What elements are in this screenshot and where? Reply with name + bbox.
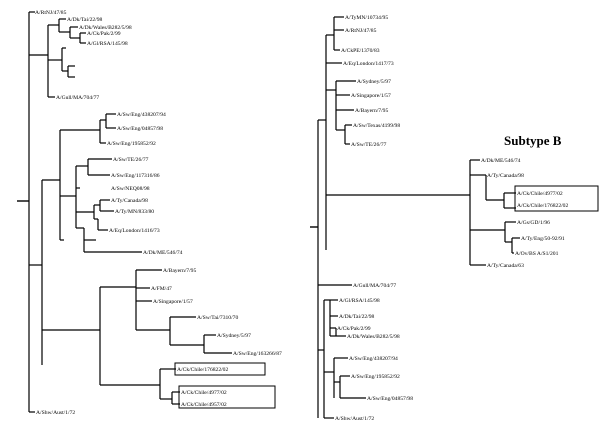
right-leaf-label: A/Gull/MA/704/77 <box>353 283 396 289</box>
left-leaf-label: A/RtNJ/47/85 <box>35 10 67 16</box>
right-leaf-label: A/Sw/Eng/195852/92 <box>351 374 400 380</box>
left-leaf-label: A/Sw/Eng/438207/94 <box>117 112 166 118</box>
right-leaf-label: A/Ck/Pak/2/99 <box>337 326 371 332</box>
left-leaf-label: A/Sw/NEQ08/98 <box>111 186 150 192</box>
right-leaf-label: A/Gs/GD/1/96 <box>517 220 550 226</box>
left-leaf-label: A/Sw/Eng/163266/87 <box>233 351 282 357</box>
left-leaf-label: A/Ck/Chile/4957/02 <box>181 402 227 408</box>
left-leaf-label: A/Dk/ME/546/74 <box>143 250 183 256</box>
right-leaf-label: A/Sw/TE/26/77 <box>351 142 387 148</box>
right-leaf-label: A/Sydney/5/97 <box>357 79 391 85</box>
right-leaf-label: A/Ov/BS A/S1/201 <box>515 251 559 257</box>
left-leaf-label: A/Bayern/7/95 <box>163 268 196 274</box>
right-leaf-label: A/Bayern/7/95 <box>355 108 388 114</box>
chile-strain-box <box>174 362 266 376</box>
left-leaf-label: A/Sw/Eng/195852/92 <box>107 141 156 147</box>
right-leaf-label: A/Ty/Canada/98 <box>487 173 524 179</box>
right-leaf-label: A/Gl/RSA/145/98 <box>339 298 380 304</box>
left-leaf-label: A/Shw/Aust/1/72 <box>36 410 75 416</box>
right-leaf-label: A/Eq/London/1417/73 <box>343 61 394 67</box>
left-leaf-label: A/Gull/MA/704/77 <box>56 95 99 101</box>
left-leaf-label: A/Sydney/5/97 <box>217 333 251 339</box>
left-leaf-label: A/Dk/Wales/B282/5/98 <box>79 25 132 31</box>
left-leaf-label: A/Ck/Chile/176822/02 <box>177 367 228 373</box>
left-leaf-label: A/Ty/MN/833/80 <box>115 209 154 215</box>
right-leaf-label: A/Ck/Chile/4977/02 <box>517 191 563 197</box>
left-leaf-label: A/Singapore/1/57 <box>153 299 193 305</box>
left-leaf-label: A/Sw/TE/26/77 <box>113 157 149 163</box>
subtype-b-label: Subtype B <box>504 133 562 148</box>
chile-strain-box <box>178 385 276 409</box>
right-leaf-label: A/Sw/Eng/438207/94 <box>349 356 398 362</box>
left-leaf-label: A/Ty/Canada/98 <box>111 198 148 204</box>
right-leaf-label: A/RtNJ/47/85 <box>345 28 377 34</box>
right-leaf-label: A/Ty/Eng/50-92/91 <box>521 236 565 242</box>
right-leaf-label: A/Shw/Aust/1/72 <box>335 416 374 422</box>
right-leaf-label: A/Ty/Canada/63 <box>487 263 524 269</box>
left-leaf-label: A/Eq/London/1416/73 <box>109 228 160 234</box>
right-leaf-label: A/CkPE/1370/83 <box>341 48 380 54</box>
right-leaf-label: A/Sw/Eng/04857/98 <box>367 396 413 402</box>
right-leaf-label: A/Dk/Tai/22/98 <box>339 314 375 320</box>
left-leaf-label: A/Dk/Tai/22/98 <box>67 17 103 23</box>
right-leaf-label: A/TyMN/10734/95 <box>345 15 388 21</box>
chile-strain-box <box>514 185 599 212</box>
left-leaf-label: A/Sw/Tai/7310/70 <box>197 315 238 321</box>
left-leaf-label: A/FM/47 <box>151 286 172 292</box>
left-leaf-label: A/Sw/Eng/117316/86 <box>111 173 160 179</box>
right-tree: A/TyMN/10734/95 A/RtNJ/47/85 A/CkPE/1370… <box>310 15 599 422</box>
right-leaf-label: A/Dk/ME/546/74 <box>481 158 521 164</box>
right-leaf-label: A/Dk/Wales/B282/5/98 <box>347 334 400 340</box>
left-leaf-label: A/Ck/Pak/2/99 <box>87 31 121 37</box>
left-leaf-label: A/Sw/Eng/04857/98 <box>117 126 163 132</box>
right-leaf-label: A/Singapore/1/57 <box>351 93 391 99</box>
left-leaf-label: A/Gl/RSA/145/98 <box>87 41 128 47</box>
right-leaf-label: A/Sw/Texas/4199/98 <box>353 123 400 129</box>
left-tree: A/RtNJ/47/85 A/Dk/Tai/22/98 A/Dk/Wales/B… <box>17 10 282 416</box>
left-leaf-label: A/Ck/Chile/4977/02 <box>181 390 227 396</box>
right-leaf-label: A/Ck/Chile/176822/02 <box>517 203 568 209</box>
